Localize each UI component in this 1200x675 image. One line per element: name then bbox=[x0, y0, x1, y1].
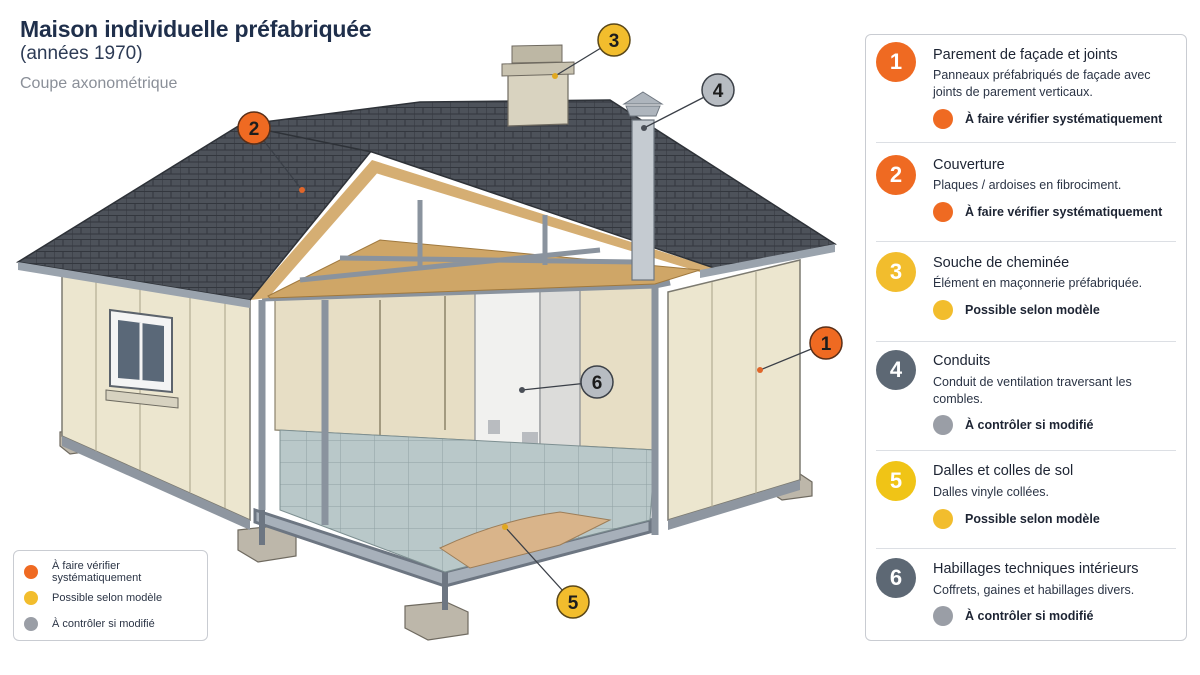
item-ducts: 4 Conduits Conduit de ventilation traver… bbox=[866, 342, 1186, 444]
item-facade: 1 Parement de façade et joints Panneaux … bbox=[866, 35, 1186, 137]
item-description: Panneaux préfabriqués de façade avec joi… bbox=[933, 68, 1151, 99]
orange-dot-icon bbox=[933, 109, 953, 129]
legend-row-possible: Possible selon modèle bbox=[24, 585, 197, 611]
item-title: Habillages techniques intérieurs bbox=[933, 561, 1139, 577]
legend-label: Possible selon modèle bbox=[52, 592, 163, 604]
orange-dot-icon bbox=[933, 202, 953, 222]
callout-2-label: 2 bbox=[249, 119, 260, 140]
item-status: Possible selon modèle bbox=[933, 300, 1100, 320]
item-number-badge: 1 bbox=[876, 42, 916, 82]
item-number-badge: 4 bbox=[876, 350, 916, 390]
item-title: Parement de façade et joints bbox=[933, 47, 1118, 63]
yellow-dot-icon bbox=[933, 509, 953, 529]
divider bbox=[876, 450, 1176, 451]
item-status: Possible selon modèle bbox=[933, 509, 1100, 529]
item-description: Élément en maçonnerie préfabriquée. bbox=[933, 276, 1143, 290]
item-title: Souche de cheminée bbox=[933, 255, 1070, 271]
callout-4: 4 bbox=[701, 73, 735, 107]
gray-dot-icon bbox=[24, 617, 38, 631]
page-title: Maison individuelle préfabriquée bbox=[20, 16, 372, 42]
item-description: Conduit de ventilation traversant les co… bbox=[933, 375, 1132, 406]
divider bbox=[876, 341, 1176, 342]
legend-box: À faire vérifier systématiquement Possib… bbox=[13, 550, 208, 641]
item-description: Plaques / ardoises en fibrociment. bbox=[933, 178, 1122, 192]
item-status: À faire vérifier systématiquement bbox=[933, 202, 1162, 222]
callout-3: 3 bbox=[597, 23, 631, 57]
item-status: À faire vérifier systématiquement bbox=[933, 109, 1162, 129]
item-status-label: À faire vérifier systématiquement bbox=[965, 112, 1163, 126]
callout-1-label: 1 bbox=[821, 334, 832, 355]
callout-5: 5 bbox=[556, 585, 590, 619]
item-number-badge: 2 bbox=[876, 155, 916, 195]
right-wall bbox=[667, 259, 801, 530]
item-title: Conduits bbox=[933, 353, 991, 369]
roof bbox=[15, 99, 837, 308]
items-panel: 1 Parement de façade et joints Panneaux … bbox=[865, 34, 1187, 641]
item-status-label: À contrôler si modifié bbox=[965, 609, 1094, 623]
callout-5-label: 5 bbox=[568, 593, 579, 614]
yellow-dot-icon bbox=[933, 300, 953, 320]
page-subtitle: Coupe axonométrique bbox=[20, 75, 178, 92]
house-cutaway-illustration: 2 3 4 1 6 5 bbox=[15, 23, 843, 641]
callout-1: 1 bbox=[809, 326, 843, 360]
gray-dot-icon bbox=[933, 606, 953, 626]
item-status: À contrôler si modifié bbox=[933, 606, 1094, 626]
item-description: Dalles vinyle collées. bbox=[933, 485, 1050, 499]
callout-3-label: 3 bbox=[609, 31, 620, 52]
yellow-dot-icon bbox=[24, 591, 38, 605]
floor-tiles bbox=[279, 429, 656, 573]
item-number-badge: 3 bbox=[876, 252, 916, 292]
item-description: Coffrets, gaines et habillages divers. bbox=[933, 583, 1135, 597]
callout-6: 6 bbox=[580, 365, 614, 399]
item-status: À contrôler si modifié bbox=[933, 415, 1094, 435]
legend-label: À faire vérifier systématiquement bbox=[52, 560, 142, 584]
callout-6-label: 6 bbox=[592, 373, 603, 394]
item-status-label: À contrôler si modifié bbox=[965, 418, 1094, 432]
item-number-badge: 5 bbox=[876, 461, 916, 501]
legend-row-check: À contrôler si modifié bbox=[24, 611, 197, 637]
ventilation-duct bbox=[622, 91, 664, 281]
header: Maison individuelle préfabriquée (années… bbox=[20, 16, 372, 93]
callout-4-label: 4 bbox=[713, 81, 724, 102]
item-interior-casings: 6 Habillages techniques intérieurs Coffr… bbox=[866, 549, 1186, 651]
item-status-label: Possible selon modèle bbox=[965, 303, 1100, 317]
interior-walls bbox=[274, 284, 656, 461]
divider bbox=[876, 548, 1176, 549]
divider bbox=[876, 142, 1176, 143]
gray-dot-icon bbox=[933, 415, 953, 435]
orange-dot-icon bbox=[24, 565, 38, 579]
item-roofing: 2 Couverture Plaques / ardoises en fibro… bbox=[866, 143, 1186, 245]
callout-anchor-dots bbox=[299, 73, 763, 530]
page-title-date: (années 1970) bbox=[20, 43, 143, 64]
divider bbox=[876, 241, 1176, 242]
legend-row-systematic: À faire vérifier systématiquement bbox=[24, 559, 197, 585]
legend-label: À contrôler si modifié bbox=[52, 618, 155, 630]
item-number-badge: 6 bbox=[876, 558, 916, 598]
item-title: Couverture bbox=[933, 157, 1005, 173]
item-status-label: À faire vérifier systématiquement bbox=[965, 205, 1163, 219]
item-title: Dalles et colles de sol bbox=[933, 463, 1074, 479]
item-status-label: Possible selon modèle bbox=[965, 512, 1100, 526]
window bbox=[105, 308, 179, 409]
item-chimney: 3 Souche de cheminée Élément en maçonner… bbox=[866, 242, 1186, 344]
callout-2: 2 bbox=[237, 111, 271, 145]
item-floor: 5 Dalles et colles de sol Dalles vinyle … bbox=[866, 451, 1186, 553]
chimney bbox=[501, 44, 575, 127]
